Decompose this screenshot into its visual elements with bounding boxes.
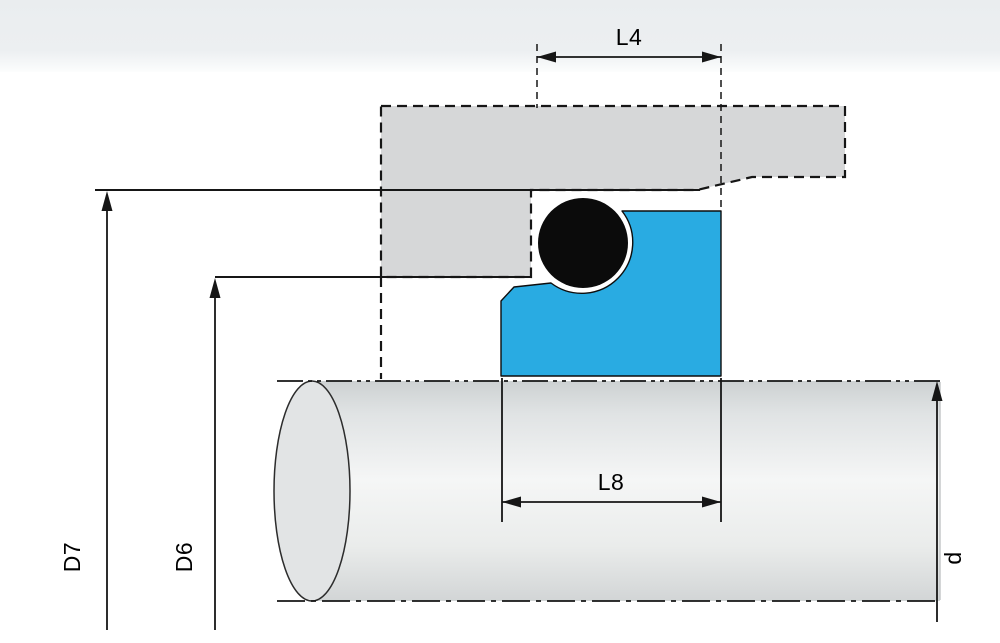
dim-label-d: d [940,551,966,564]
dimension-d7: D7 [59,191,113,630]
dimension-d: d [931,381,966,622]
rod-end-cap [273,380,351,602]
dimension-d6: D6 [171,278,221,630]
d7-arrow-up-icon [101,191,113,211]
dim-label-l4: L4 [616,24,643,50]
rod-cylinder [273,380,941,602]
rod-body [274,381,940,601]
dim-label-d6: D6 [171,542,197,572]
housing-block [379,104,847,279]
l4-arrow-left-icon [537,51,556,63]
dim-label-d7: D7 [59,542,85,572]
l4-arrow-right-icon [702,51,721,63]
l8-arrow-left-icon [502,496,521,508]
l8-arrow-right-icon [702,496,721,508]
seal-profile [500,210,722,377]
d-arrow-up-icon [931,381,943,401]
dimension-l8: L8 [501,378,722,522]
o-ring [538,198,628,288]
d6-arrow-up-icon [209,278,221,298]
page-top-band [0,0,1000,72]
dim-label-l8: L8 [598,469,625,495]
dimension-l4: L4 [536,24,722,209]
